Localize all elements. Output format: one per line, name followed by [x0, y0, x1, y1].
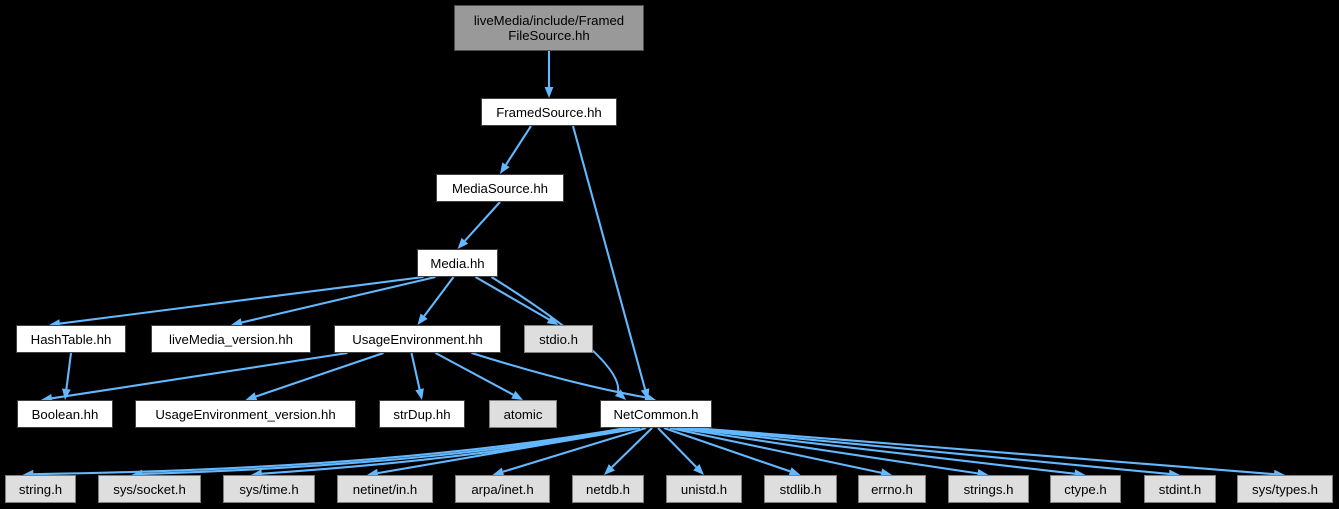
graph-node-hashtable[interactable]: HashTable.hh [16, 325, 126, 353]
graph-node-label: unistd.h [680, 481, 728, 497]
graph-edge-usageenvironment-to-atomic [435, 352, 523, 400]
graph-edge-usageenvironment-to-strdup [410, 352, 424, 400]
graph-node-label: stdint.h [1158, 481, 1202, 497]
graph-node-framedfilesource[interactable]: liveMedia/include/Framed FileSource.hh [454, 5, 644, 51]
graph-edge-netcommon-to-sys_time_h [251, 426, 635, 479]
graph-node-label: HashTable.hh [30, 331, 112, 347]
graph-edge-usageenvironment-to-netcommon [471, 351, 656, 402]
graph-edge-media-to-livemedia_version [231, 275, 436, 327]
graph-node-media[interactable]: Media.hh [417, 249, 498, 277]
graph-node-label: strings.h [963, 481, 1014, 497]
graph-node-label: errno.h [871, 481, 913, 497]
graph-node-label: netinet/in.h [352, 481, 418, 497]
graph-edge-netcommon-to-unistd_h [657, 427, 704, 475]
graph-node-label: Media.hh [430, 255, 485, 271]
graph-node-ctype_h[interactable]: ctype.h [1050, 475, 1121, 503]
graph-node-label: sys/types.h [1252, 481, 1318, 497]
graph-node-sys_time_h[interactable]: sys/time.h [223, 475, 315, 503]
graph-node-unistd_h[interactable]: unistd.h [666, 475, 742, 503]
graph-node-label: FramedSource.hh [496, 104, 602, 120]
graph-edge-netcommon-to-ctype_h [681, 426, 1086, 479]
graph-edge-netcommon-to-arpa_inet_h [492, 426, 647, 476]
graph-edge-framedsource-to-mediasource [500, 125, 532, 174]
graph-node-errno_h[interactable]: errno.h [858, 475, 926, 503]
graph-edge-media-to-usageenvironment [417, 276, 455, 325]
graph-edge-netcommon-to-netinet_in_h [367, 426, 641, 478]
graph-node-boolean[interactable]: Boolean.hh [17, 400, 113, 428]
graph-node-framedsource[interactable]: FramedSource.hh [481, 98, 617, 126]
graph-node-stdio[interactable]: stdio.h [524, 325, 593, 353]
graph-node-netcommon[interactable]: NetCommon.h [600, 400, 712, 428]
graph-node-usageenvironment[interactable]: UsageEnvironment.hh [334, 325, 501, 353]
graph-node-stdlib_h[interactable]: stdlib.h [764, 475, 837, 503]
graph-node-label: UsageEnvironment_version.hh [155, 406, 336, 422]
graph-node-label: atomic [503, 406, 543, 422]
graph-node-label: UsageEnvironment.hh [352, 331, 483, 347]
graph-node-string_h[interactable]: string.h [5, 475, 76, 503]
graph-node-label: strDup.hh [393, 406, 451, 422]
graph-edge-netcommon-to-strings_h [675, 426, 989, 478]
graph-node-netinet_in_h[interactable]: netinet/in.h [337, 475, 433, 503]
graph-edge-netcommon-to-errno_h [669, 426, 892, 478]
graph-edge-media-to-stdio [474, 276, 559, 325]
graph-node-sys_types_h[interactable]: sys/types.h [1237, 475, 1333, 503]
graph-node-label: MediaSource.hh [451, 180, 549, 196]
graph-node-atomic[interactable]: atomic [489, 400, 557, 428]
graph-edge-netcommon-to-string_h [22, 426, 627, 479]
graph-node-livemedia_version[interactable]: liveMedia_version.hh [151, 325, 311, 353]
graph-edge-hashtable-to-boolean [62, 352, 73, 400]
graph-edge-netcommon-to-stdint_h [687, 426, 1180, 479]
graph-node-label: arpa/inet.h [471, 481, 534, 497]
graph-node-label: liveMedia_version.hh [169, 331, 293, 347]
graph-edge-netcommon-to-sys_types_h [693, 426, 1285, 479]
graph-node-sys_socket_h[interactable]: sys/socket.h [98, 475, 201, 503]
graph-edge-netcommon-to-sys_socket_h [131, 426, 631, 479]
graph-edge-media-to-hashtable [49, 275, 424, 328]
graph-node-stdint_h[interactable]: stdint.h [1144, 475, 1216, 503]
graph-node-label: liveMedia/include/Framed FileSource.hh [473, 13, 625, 43]
graph-node-strdup[interactable]: strDup.hh [379, 400, 465, 428]
graph-edge-netcommon-to-netdb_h [604, 427, 653, 475]
graph-node-label: string.h [18, 481, 63, 497]
graph-node-label: Boolean.hh [31, 406, 99, 422]
graph-node-arpa_inet_h[interactable]: arpa/inet.h [455, 475, 550, 503]
graph-edge-mediasource-to-media [457, 201, 501, 249]
graph-node-mediasource[interactable]: MediaSource.hh [436, 174, 564, 202]
graph-node-usageenvironment_version[interactable]: UsageEnvironment_version.hh [135, 400, 356, 428]
graph-edge-usageenvironment-to-usageenvironment_version [245, 352, 384, 401]
graph-node-label: netdb.h [586, 481, 630, 497]
graph-node-label: stdio.h [539, 331, 578, 347]
graph-node-label: NetCommon.h [613, 406, 699, 422]
graph-node-label: sys/socket.h [113, 481, 186, 497]
graph-node-netdb_h[interactable]: netdb.h [572, 475, 644, 503]
graph-node-label: sys/time.h [239, 481, 299, 497]
graph-node-label: stdlib.h [779, 481, 822, 497]
graph-edge-framedfilesource-to-framedsource [544, 51, 554, 98]
graph-node-strings_h[interactable]: strings.h [948, 475, 1029, 503]
graph-edge-framedsource-to-netcommon [571, 125, 650, 400]
graph-edge-usageenvironment-to-boolean [41, 351, 348, 403]
graph-node-label: ctype.h [1064, 481, 1107, 497]
graph-edge-netcommon-to-stdlib_h [663, 427, 801, 476]
